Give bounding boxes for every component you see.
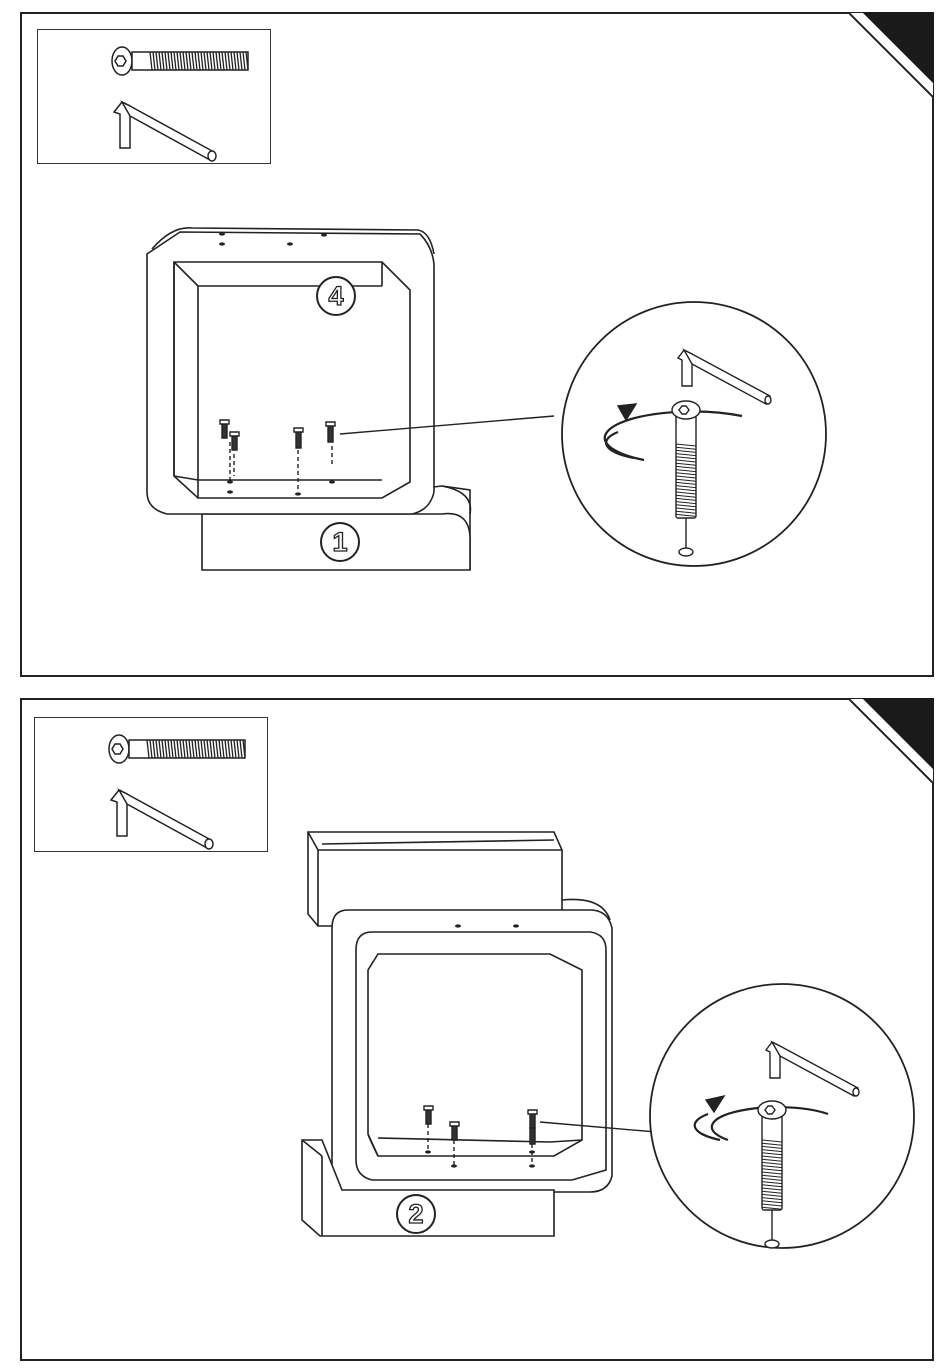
step-panel-2: 2 (20, 698, 934, 1361)
assembly-diagram (22, 14, 936, 679)
panel-label-1: 1 (320, 522, 360, 562)
step-panel-1: 4 1 (20, 12, 934, 677)
assembly-diagram (22, 700, 936, 1363)
panel-label-2: 2 (396, 1194, 436, 1234)
panel-label-4: 4 (316, 276, 356, 316)
